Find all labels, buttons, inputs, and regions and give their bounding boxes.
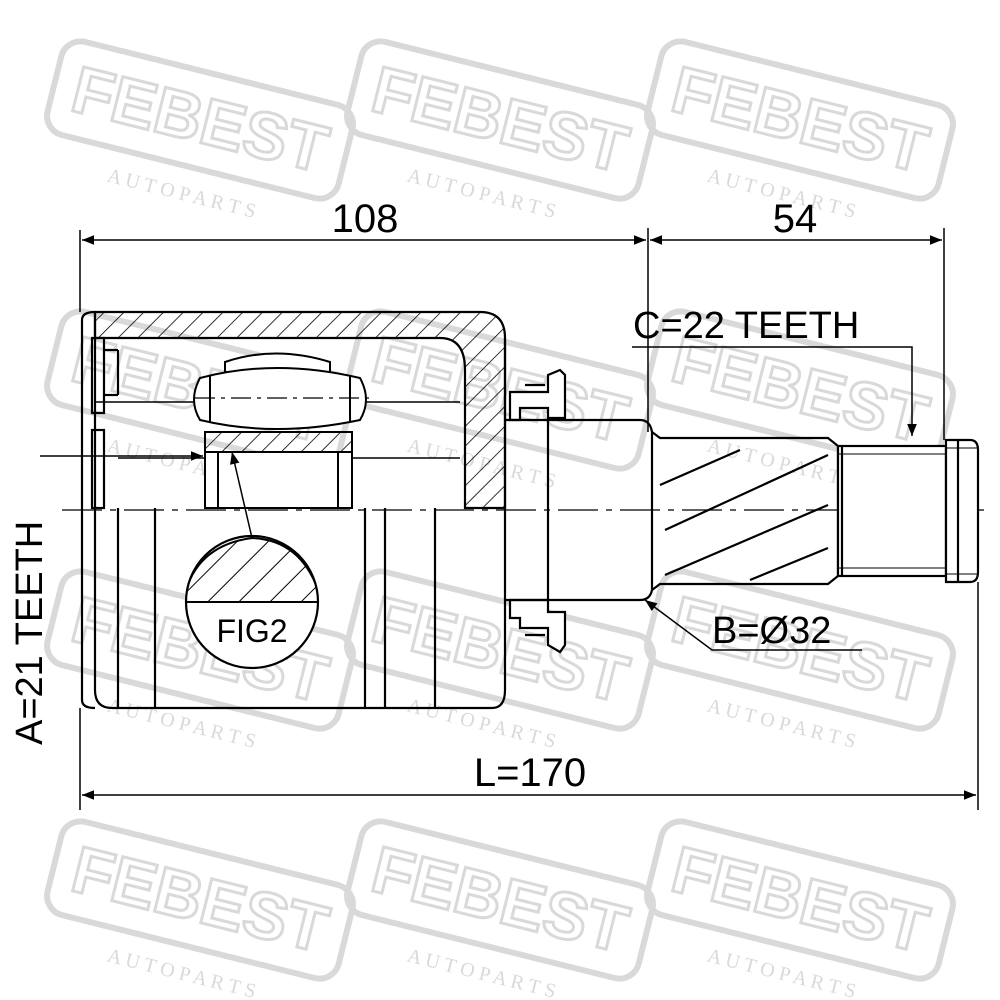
dim-c-label: C=22 TEETH (633, 305, 859, 347)
dim-54-label: 54 (773, 197, 818, 241)
fig2-label: FIG2 (216, 613, 287, 649)
watermark-tagline: A U T O P A R T S (705, 945, 858, 1000)
watermark-tagline: A U T O P A R T S (705, 695, 858, 753)
watermark-tagline: A U T O P A R T S (405, 695, 558, 753)
joint-housing (80, 310, 507, 710)
dim-l-label: L=170 (474, 751, 586, 795)
watermark-tagline: A U T O P A R T S (105, 695, 258, 753)
watermark-tagline: A U T O P A R T S (105, 165, 258, 223)
watermark-tagline: A U T O P A R T S (405, 945, 558, 1000)
fig2-detail (184, 534, 320, 670)
dimension-lines (40, 228, 979, 810)
watermark-tagline: A U T O P A R T S (405, 165, 558, 223)
stub-shaft (505, 368, 980, 654)
dim-108-label: 108 (332, 197, 399, 241)
watermark-tagline: A U T O P A R T S (105, 945, 258, 1000)
dim-b-label: B=Ø32 (712, 610, 831, 652)
dim-a-label: A=21 TEETH (9, 521, 51, 745)
